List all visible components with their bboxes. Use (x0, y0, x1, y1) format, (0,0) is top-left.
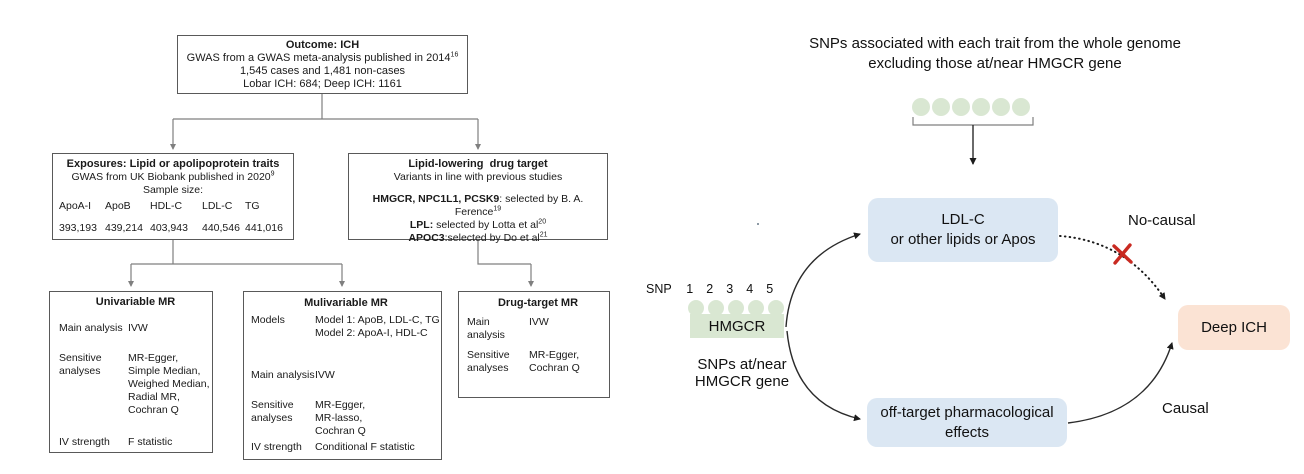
snp-dot (708, 300, 724, 316)
trait-name: ApoB (105, 200, 131, 212)
drug-target-box: Lipid-lowering drug target Variants in l… (348, 153, 608, 244)
analysis-row: IV strength F statistic (59, 436, 212, 449)
sample-size-value: 440,546 (202, 222, 240, 234)
ldl-to-deepich-dotted-arrow (1059, 235, 1166, 300)
snp-number: 5 (766, 282, 774, 296)
row-label: Main analysis (59, 322, 123, 334)
exposures-title: Exposures: Lipid or apolipoprotein trait… (66, 158, 280, 170)
hmgcr-snps-note: SNPs at/near HMGCR gene (694, 356, 790, 390)
trait-name: TG (245, 200, 260, 212)
offtarget-to-deepich-arrow (1067, 342, 1174, 424)
multivariable-mr-title: Mulivariable MR (304, 297, 388, 309)
row-value: F statistic (128, 436, 173, 448)
snp-dot (992, 98, 1010, 116)
row-label: Sensitive analyses (251, 399, 294, 424)
trait-header-row: ApoA-I ApoB HDL-C LDL-C TG (53, 200, 293, 213)
snp-number: 1 (686, 282, 694, 296)
row-value: MR-Egger, MR-lasso, Cochran Q (315, 399, 366, 437)
exposures-subtitle: GWAS from UK Biobank published in 20209 (71, 170, 275, 184)
analysis-row: Main analysis IVW (251, 369, 441, 382)
hmgcr-to-ldl-arrow (785, 232, 861, 328)
analysis-row: Sensitive analyses MR-Egger, Simple Medi… (59, 352, 212, 417)
snp-dot (952, 98, 970, 116)
snp-dot (932, 98, 950, 116)
row-label: Sensitive analyses (467, 349, 510, 374)
trait-name: HDL-C (150, 200, 183, 212)
sample-size-value: 439,214 (105, 222, 143, 234)
snp-number-row: SNP 1 2 3 4 5 (646, 282, 786, 296)
row-label: Sensitive analyses (59, 352, 102, 377)
outcome-line-1: GWAS from a GWAS meta-analysis published… (186, 51, 459, 64)
drug-target-line-3: APOC3:selected by Do et al21 (408, 231, 548, 245)
snp-number: 2 (706, 282, 714, 296)
snp-dot (912, 98, 930, 116)
snp-bracket (912, 117, 1034, 126)
drug-target-line-1: HMGCR, NPC1L1, PCSK9: selected by B. A. … (372, 193, 584, 218)
causal-label: Causal (1162, 400, 1209, 417)
drug-target-mr-title: Drug-target MR (497, 297, 579, 309)
row-label: IV strength (251, 441, 302, 453)
snp-dot (972, 98, 990, 116)
outcome-box: Outcome: ICH GWAS from a GWAS meta-analy… (177, 35, 468, 94)
row-value: Conditional F statistic (315, 441, 415, 453)
drug-target-title: Lipid-lowering drug target (408, 158, 548, 170)
univariable-mr-title: Univariable MR (95, 296, 176, 308)
row-label: Main analysis (467, 316, 505, 341)
snp-dot (748, 300, 764, 316)
sample-size-value: 403,943 (150, 222, 188, 234)
hmgcr-gene-box: HMGCR (690, 314, 784, 338)
analysis-row: Sensitive analyses MR-Egger, MR-lasso, C… (251, 399, 441, 438)
reference-superscript: 20 (538, 218, 547, 226)
sample-size-value: 393,193 (59, 222, 97, 234)
offtarget-effects-box: off-target pharmacological effects (867, 398, 1067, 447)
sample-size-label: Sample size: (142, 184, 204, 196)
analysis-row: Models Model 1: ApoB, LDL-C, TG Model 2:… (251, 314, 441, 340)
row-label: IV strength (59, 436, 110, 448)
genome-snp-dots (912, 98, 1030, 116)
no-causal-label: No-causal (1128, 212, 1196, 229)
univariable-mr-box: Univariable MR Main analysis IVW Sensiti… (49, 291, 213, 453)
analysis-row: Main analysis IVW (59, 322, 212, 335)
row-value: IVW (128, 322, 148, 334)
snp-dot (728, 300, 744, 316)
diagram-title: SNPs associated with each trait from the… (809, 35, 1181, 72)
row-value: Model 1: ApoB, LDL-C, TG Model 2: ApoA-I… (315, 314, 440, 339)
row-label: Models (251, 314, 285, 326)
row-value: MR-Egger, Cochran Q (529, 349, 580, 374)
snp-dot (688, 300, 704, 316)
sample-size-value: 441,016 (245, 222, 283, 234)
snp-dot (1012, 98, 1030, 116)
row-value: IVW (315, 369, 335, 381)
multivariable-mr-box: Mulivariable MR Models Model 1: ApoB, LD… (243, 291, 442, 460)
red-x-mark (1112, 243, 1133, 265)
trait-name: ApoA-I (59, 200, 92, 212)
reference-superscript: 19 (493, 205, 502, 213)
snp-number: 4 (746, 282, 754, 296)
deep-ich-box: Deep ICH (1178, 305, 1290, 350)
analysis-row: IV strength Conditional F statistic (251, 441, 441, 454)
stray-dot (757, 223, 759, 225)
reference-superscript: 21 (539, 231, 548, 239)
outcome-title: Outcome: ICH (285, 39, 360, 51)
snp-label: SNP (646, 282, 672, 296)
row-label: Main analysis (251, 369, 315, 381)
row-value: IVW (529, 316, 549, 328)
ldl-c-box: LDL-C or other lipids or Apos (868, 198, 1058, 262)
drug-target-mr-box: Drug-target MR Main analysis IVW Sensiti… (458, 291, 610, 398)
drug-target-subtitle: Variants in line with previous studies (393, 171, 563, 183)
snp-number: 3 (726, 282, 734, 296)
reference-superscript: 9 (270, 170, 275, 178)
analysis-row: Sensitive analyses MR-Egger, Cochran Q (467, 349, 609, 375)
reference-superscript: 16 (450, 51, 459, 59)
analysis-row: Main analysis IVW (467, 316, 609, 342)
outcome-line-2: 1,545 cases and 1,481 non-cases (239, 65, 406, 77)
drug-target-line-2: LPL: selected by Lotta et al20 (409, 218, 547, 232)
sample-size-row: 393,193 439,214 403,943 440,546 441,016 (53, 222, 293, 235)
snp-dot (768, 300, 784, 316)
trait-name: LDL-C (202, 200, 233, 212)
outcome-line-3: Lobar ICH: 684; Deep ICH: 1161 (243, 78, 402, 90)
row-value: MR-Egger, Simple Median, Weighed Median,… (128, 352, 210, 416)
hmgcr-snp-dots (688, 300, 784, 316)
exposures-box: Exposures: Lipid or apolipoprotein trait… (52, 153, 294, 240)
